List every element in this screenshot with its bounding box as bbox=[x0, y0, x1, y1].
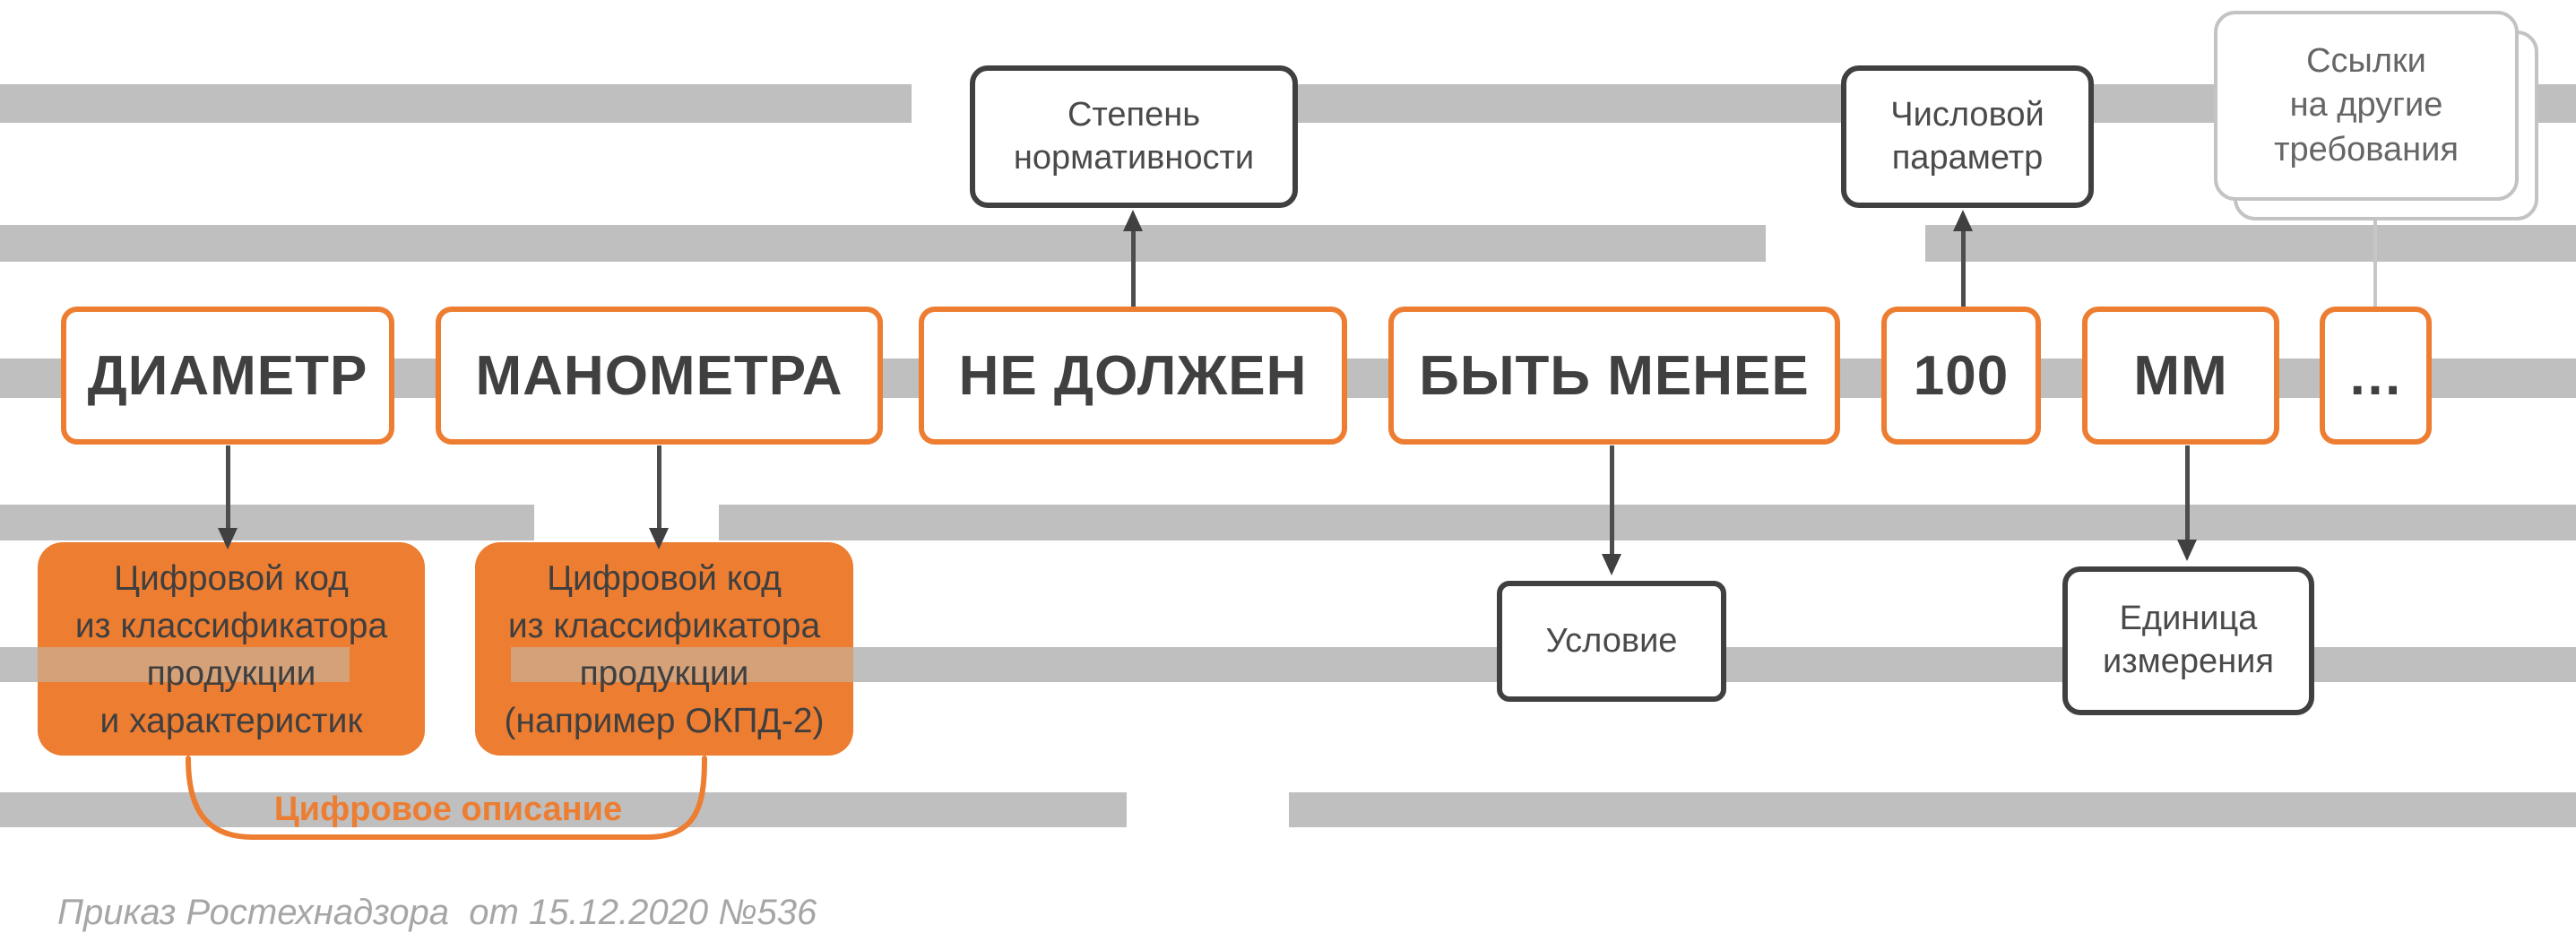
token-mm: ММ bbox=[2082, 307, 2279, 445]
annotation-line: на другие bbox=[2289, 86, 2443, 125]
token-label: ММ bbox=[2133, 344, 2228, 407]
code-box-classifier-okpd: Цифровой код из классификатора продукции… bbox=[475, 542, 853, 756]
code-box-line: продукции bbox=[146, 654, 316, 693]
connector-line bbox=[2373, 220, 2377, 307]
annotation-normativity-degree: Степень нормативности bbox=[970, 65, 1298, 208]
code-box-line: Цифровой код bbox=[114, 559, 349, 598]
token-diameter: ДИАМЕТР bbox=[61, 307, 394, 445]
arrow-up-line bbox=[1131, 231, 1136, 307]
redacted-bar bbox=[719, 505, 2576, 540]
annotation-line: Степень bbox=[1067, 95, 1201, 134]
token-must-not: НЕ ДОЛЖЕН bbox=[919, 307, 1347, 445]
code-box-line: (например ОКПД-2) bbox=[504, 702, 825, 740]
citation-text: Приказ Ростехнадзора от 15.12.2020 №536 bbox=[57, 893, 817, 932]
arrow-down-head bbox=[218, 528, 238, 549]
token-label: ДИАМЕТР bbox=[87, 344, 368, 407]
arrow-up-head bbox=[1953, 210, 1973, 231]
digital-description-label: Цифровое описание bbox=[273, 791, 623, 828]
arrow-down-line bbox=[1610, 445, 1614, 554]
redacted-bar bbox=[1925, 225, 2576, 262]
arrow-down-head bbox=[649, 528, 669, 549]
digital-description-brace bbox=[186, 756, 707, 840]
redacted-bar bbox=[0, 792, 1127, 827]
token-ellipsis: … bbox=[2320, 307, 2432, 445]
code-box-line: Цифровой код bbox=[547, 559, 782, 598]
redacted-bar bbox=[0, 84, 912, 123]
arrow-up-line bbox=[1961, 231, 1966, 307]
annotation-line: параметр bbox=[1891, 138, 2044, 177]
redacted-bar-overlay bbox=[511, 647, 853, 682]
redacted-bar bbox=[1289, 792, 2576, 827]
code-box-line: из классификатора bbox=[507, 607, 821, 645]
arrow-down-line bbox=[657, 445, 661, 528]
annotation-line: измерения bbox=[2103, 643, 2274, 680]
code-box-line: и характеристик bbox=[99, 702, 363, 740]
annotation-unit: Единица измерения bbox=[2062, 566, 2314, 715]
arrow-up-head bbox=[1123, 210, 1143, 231]
token-label: БЫТЬ МЕНЕЕ bbox=[1419, 344, 1810, 407]
arrow-down-line bbox=[2185, 445, 2190, 540]
annotation-references: Ссылки на другие требования bbox=[2214, 11, 2519, 201]
redacted-bar-overlay bbox=[38, 647, 350, 682]
annotation-line: Ссылки bbox=[2306, 41, 2426, 80]
annotation-line: Условие bbox=[1545, 621, 1678, 660]
token-label: НЕ ДОЛЖЕН bbox=[958, 344, 1308, 407]
token-manometer: МАНОМЕТРА bbox=[436, 307, 883, 445]
redacted-bar bbox=[0, 225, 1766, 262]
annotation-numeric-parameter: Числовой параметр bbox=[1841, 65, 2094, 208]
arrow-down-head bbox=[2177, 540, 2197, 561]
code-box-classifier-characteristics: Цифровой код из классификатора продукции… bbox=[38, 542, 425, 756]
annotation-line: Единица bbox=[2119, 600, 2258, 638]
annotation-line: Числовой bbox=[1890, 95, 2044, 134]
annotation-condition: Условие bbox=[1497, 581, 1726, 702]
annotation-line: нормативности bbox=[1013, 138, 1255, 177]
token-be-less: БЫТЬ МЕНЕЕ bbox=[1388, 307, 1840, 445]
token-label: … bbox=[2347, 344, 2404, 407]
arrow-down-head bbox=[1602, 554, 1621, 575]
code-box-line: из классификатора bbox=[74, 607, 388, 645]
redacted-bar bbox=[0, 505, 534, 540]
token-100: 100 bbox=[1881, 307, 2041, 445]
annotation-line: требования bbox=[2274, 130, 2459, 169]
arrow-down-line bbox=[226, 445, 230, 528]
token-label: 100 bbox=[1913, 344, 2010, 407]
code-box-line: продукции bbox=[579, 654, 749, 693]
token-label: МАНОМЕТРА bbox=[475, 344, 843, 407]
